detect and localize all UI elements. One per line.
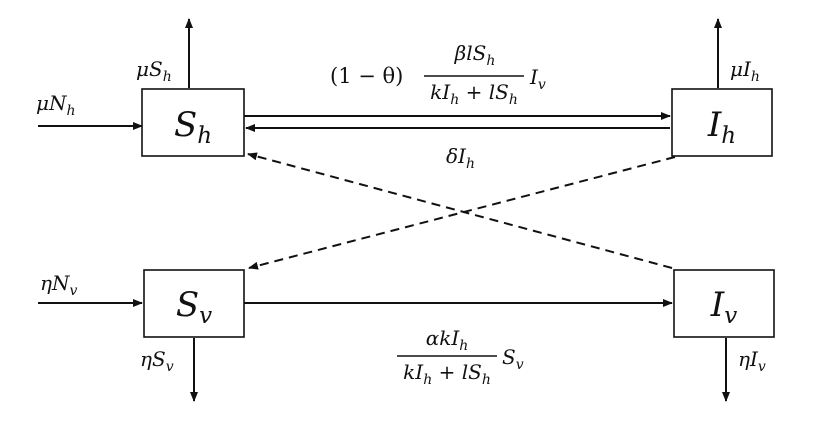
rate-infect-v: αkIh kIh + lSh Sv [397,326,524,388]
rate-death-Sh: μSh [136,57,172,85]
box-Sv [143,269,245,338]
box-Iv [673,269,775,338]
rate-infect-h: (1 − θ) βlSh kIh + lSh Iv [330,41,546,108]
label-Sh: Sh [174,105,212,149]
infect-h-numerator: βlSh [454,41,496,69]
arrow-dashed-Iv-Sh [247,152,673,269]
infect-v-suffix: Sv [502,345,524,373]
label-Iv: Iv [710,285,737,329]
infect-v-numerator: αkIh [426,326,469,354]
arrow-dashed-Ih-Sv [248,156,676,270]
label-Ih: Ih [707,105,736,149]
label-Sv: Sv [176,285,212,329]
rate-death-Sv: ηSv [140,347,174,375]
box-Ih [671,88,773,157]
infect-h-suffix: Iv [529,65,546,93]
rate-death-Ih: μIh [730,57,760,85]
infect-h-denominator: kIh + lSh [430,80,518,108]
rate-recruit-v: ηNv [40,271,77,299]
infect-v-denominator: kIh + lSh [403,360,491,388]
rate-death-Iv: ηIv [738,347,766,375]
rate-recruit-h: μNh [36,91,76,119]
infect-h-prefix: (1 − θ) [330,64,403,88]
box-Sh [141,88,245,157]
rate-recover-h: δIh [446,144,475,172]
